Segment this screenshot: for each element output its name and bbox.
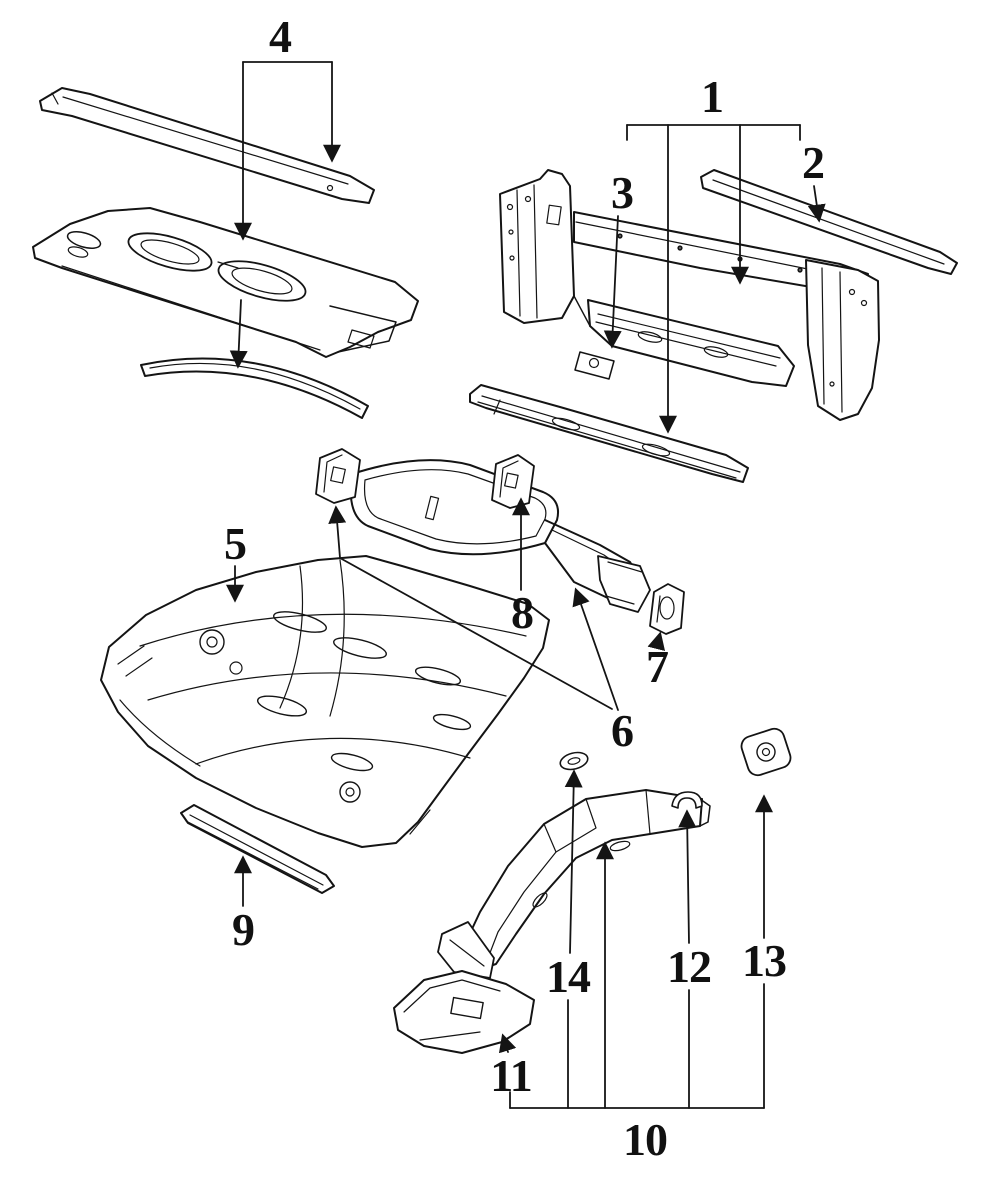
- part-grommet-plate: [740, 727, 792, 777]
- leader-callout-7: [647, 631, 666, 652]
- leader-callout-2: [807, 185, 826, 223]
- part-oval-plug: [559, 751, 589, 771]
- callout-11[interactable]: 11: [490, 1050, 532, 1101]
- leader-callout-11: [498, 1033, 517, 1054]
- callout-2[interactable]: 2: [802, 137, 825, 188]
- leader-callout-6: [328, 505, 619, 711]
- leader-callout-10: [509, 841, 765, 1109]
- callout-12[interactable]: 12: [667, 941, 712, 992]
- callout-6[interactable]: 6: [611, 705, 634, 756]
- part-sill-strip: [180, 804, 335, 894]
- leader-callout-4: [229, 61, 341, 369]
- part-roof-side-rail: [39, 87, 375, 204]
- part-retainer-clamp: [671, 791, 703, 809]
- part-rear-floor-side-member: [315, 448, 651, 613]
- callout-10[interactable]: 10: [623, 1114, 668, 1165]
- part-package-tray: [32, 207, 419, 358]
- part-floor-pan: [100, 555, 550, 848]
- callout-7[interactable]: 7: [646, 641, 669, 692]
- part-rear-body-panel: [499, 169, 880, 421]
- part-floor-extension: [393, 970, 535, 1054]
- leader-callout-12: [678, 809, 697, 1109]
- callout-5[interactable]: 5: [224, 518, 247, 569]
- leader-callout-14: [564, 769, 583, 1109]
- callout-4[interactable]: 4: [269, 11, 292, 62]
- callout-1[interactable]: 1: [701, 71, 724, 122]
- part-rear-side-rail: [437, 789, 711, 979]
- leader-callout-3: [603, 215, 622, 349]
- callout-8[interactable]: 8: [511, 587, 534, 638]
- leader-callout-1: [626, 124, 801, 434]
- callout-9[interactable]: 9: [232, 904, 255, 955]
- part-lower-cross-rail: [469, 384, 749, 483]
- callout-13[interactable]: 13: [742, 935, 787, 986]
- part-mount-bracket: [649, 583, 685, 635]
- callout-3[interactable]: 3: [611, 167, 634, 218]
- part-tray-molding: [140, 357, 369, 419]
- callout-14[interactable]: 14: [546, 951, 591, 1002]
